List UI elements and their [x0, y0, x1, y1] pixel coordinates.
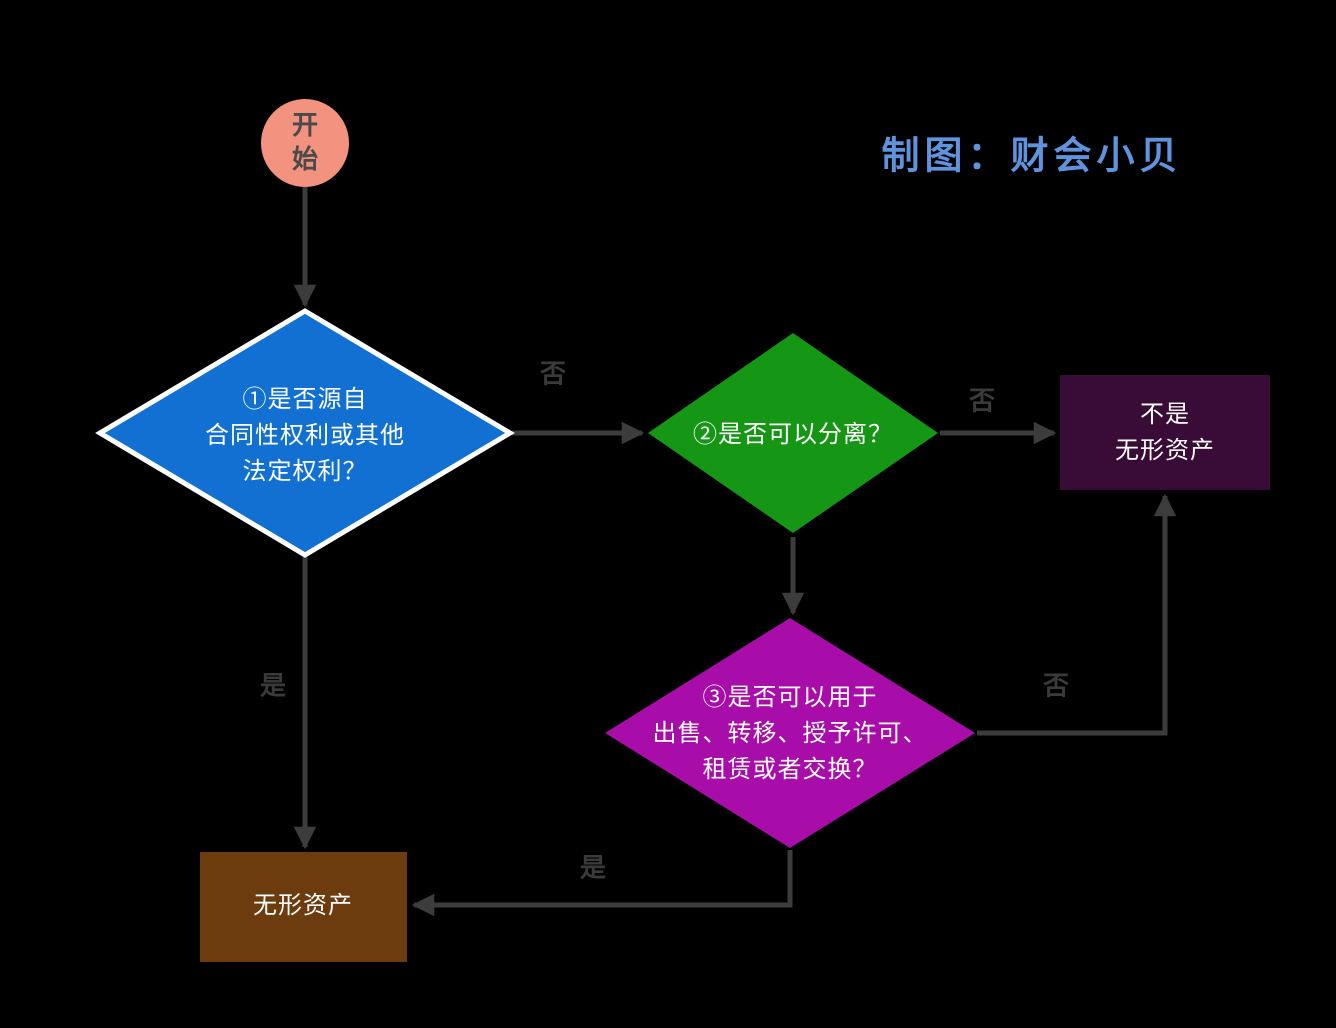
intangible-node: [200, 852, 407, 962]
arrow-q3-to-not-intangible: [977, 493, 1177, 736]
not-intangible-node: [1060, 375, 1270, 490]
decision-q1-node: [95, 308, 515, 558]
connector-group: [293, 187, 1177, 917]
decision-q2-node: [648, 333, 938, 533]
decision-q3-node: [605, 618, 975, 848]
arrow-q3-to-intangible: [411, 850, 793, 917]
start-node: [261, 99, 349, 187]
